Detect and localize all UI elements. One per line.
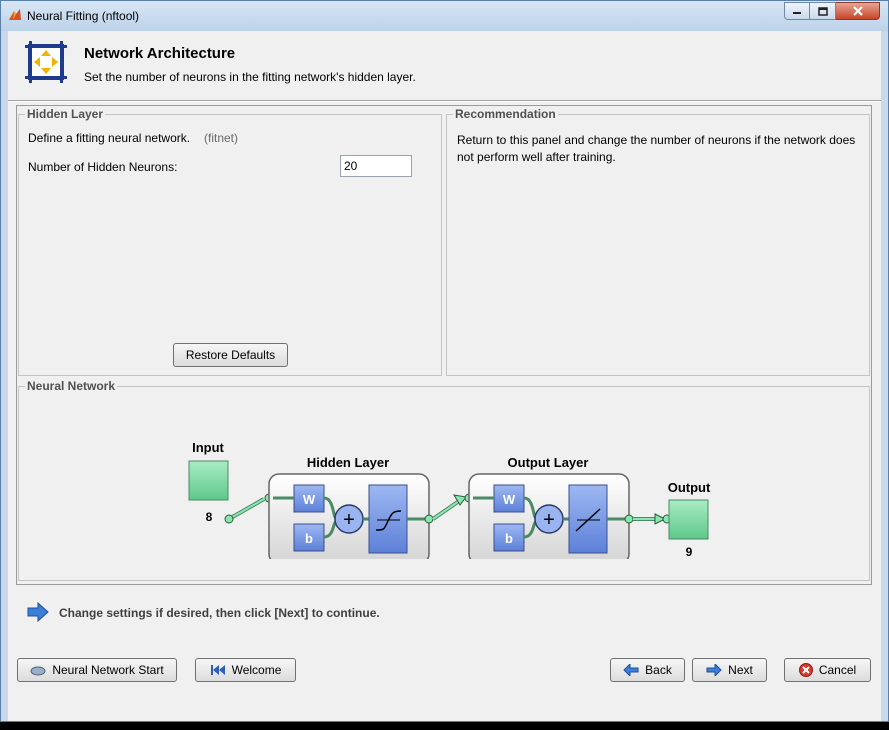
input-label: Input	[192, 440, 224, 455]
back-label: Back	[645, 663, 672, 677]
restore-defaults-button[interactable]: Restore Defaults	[173, 343, 288, 367]
arrow-left-icon	[623, 664, 639, 676]
maximize-icon	[817, 6, 828, 16]
recommendation-line-1: Return to this panel and change the numb…	[457, 133, 856, 147]
minimize-button[interactable]	[784, 2, 810, 20]
hidden-layer-panel-title: Hidden Layer	[25, 107, 106, 121]
cancel-icon	[798, 663, 813, 677]
page-title: Network Architecture	[84, 45, 236, 62]
network-architecture-icon	[25, 41, 67, 83]
neurons-label: Number of Hidden Neurons:	[28, 160, 178, 174]
output-bias-block	[493, 523, 525, 552]
next-label: Next	[728, 663, 753, 677]
recommendation-line-2: not perform well after training.	[457, 150, 616, 164]
output-layer-output-junction	[624, 514, 634, 524]
close-button[interactable]	[836, 2, 880, 20]
back-button[interactable]: Back	[610, 658, 685, 682]
page-subtitle: Set the number of neurons in the fitting…	[84, 70, 416, 84]
output-weight-symbol: W	[503, 492, 516, 507]
input-junction	[224, 514, 234, 524]
output-layer-label: Output Layer	[508, 455, 589, 470]
hidden-to-output-arrow-icon	[453, 494, 467, 506]
arrow-right-icon	[27, 602, 49, 622]
hidden-output-junction	[424, 514, 434, 524]
client-area: Network Architecture Set the number of n…	[8, 31, 881, 721]
hidden-transfer-block	[368, 484, 408, 554]
cancel-label: Cancel	[818, 663, 857, 677]
window-controls	[784, 2, 880, 20]
neural-network-panel-title: Neural Network	[25, 379, 118, 393]
close-icon	[852, 6, 863, 16]
output-arrow-icon	[654, 513, 667, 525]
welcome-button[interactable]: Welcome	[195, 658, 296, 682]
hidden-bias-symbol: b	[305, 531, 313, 546]
sigmoid-curve-icon	[375, 510, 402, 531]
cloud-icon	[30, 666, 46, 676]
welcome-label: Welcome	[231, 663, 282, 677]
output-bias-symbol: b	[505, 531, 513, 546]
hidden-layer-panel: Hidden Layer	[18, 107, 442, 376]
rewind-icon	[210, 665, 225, 675]
instruction-hint: Change settings if desired, then click […	[59, 606, 380, 620]
neural-network-start-button[interactable]: Neural Network Start	[17, 658, 177, 682]
cancel-button[interactable]: Cancel	[784, 658, 871, 682]
output-weight-block	[493, 484, 525, 513]
hidden-weight-symbol: W	[303, 492, 316, 507]
fitnet-hint: (fitnet)	[204, 131, 239, 145]
hidden-layer-label: Hidden Layer	[307, 455, 389, 470]
hidden-bias-block	[293, 523, 325, 552]
input-size: 8	[206, 510, 213, 524]
output-label: Output	[668, 480, 711, 495]
maximize-button[interactable]	[810, 2, 836, 20]
hidden-weight-block	[293, 484, 325, 513]
network-diagram: Input 8 Hidden Layer W b + 20	[188, 440, 711, 559]
recommendation-panel-title: Recommendation	[453, 107, 558, 121]
output-node	[668, 499, 709, 540]
hidden-neurons-input[interactable]: 20	[340, 155, 412, 177]
neural-network-panel: Neural Network	[18, 379, 870, 581]
window-title: Neural Fitting (nftool)	[27, 9, 140, 23]
minimize-icon	[793, 12, 801, 14]
neural-network-start-label: Neural Network Start	[52, 663, 164, 677]
content-frame	[16, 105, 872, 585]
output-size: 9	[686, 545, 693, 559]
output-sum-symbol: +	[543, 509, 555, 531]
title-bar: Neural Fitting (nftool)	[1, 1, 888, 31]
define-network-text: Define a fitting neural network.	[28, 131, 191, 145]
header-divider	[8, 100, 881, 102]
arrow-right-icon	[706, 664, 722, 676]
input-node	[188, 460, 229, 501]
next-button[interactable]: Next	[692, 658, 767, 682]
matlab-icon	[9, 9, 21, 20]
hidden-sum-symbol: +	[343, 509, 355, 531]
recommendation-panel: Recommendation	[446, 107, 870, 376]
